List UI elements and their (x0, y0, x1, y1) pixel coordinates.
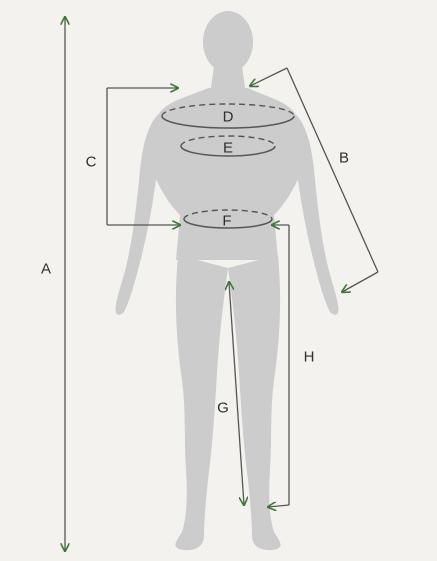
label-a: A (41, 262, 51, 277)
right-leg-shape (228, 255, 281, 550)
label-g: G (217, 401, 229, 416)
left-arm-shape (115, 110, 168, 315)
label-h: H (304, 350, 315, 365)
head-shape (203, 11, 253, 73)
right-arm-shape (286, 110, 339, 315)
label-c: C (86, 155, 97, 170)
measurement-h-bottom-arrow (268, 505, 289, 507)
label-d: D (223, 110, 234, 125)
label-f: F (222, 214, 231, 229)
label-e: E (223, 141, 233, 156)
human-silhouette (115, 11, 338, 550)
label-b: B (339, 151, 349, 166)
measurement-b-shoulder-arrow (250, 68, 287, 86)
measurement-b-wrist-arrow (342, 272, 378, 292)
